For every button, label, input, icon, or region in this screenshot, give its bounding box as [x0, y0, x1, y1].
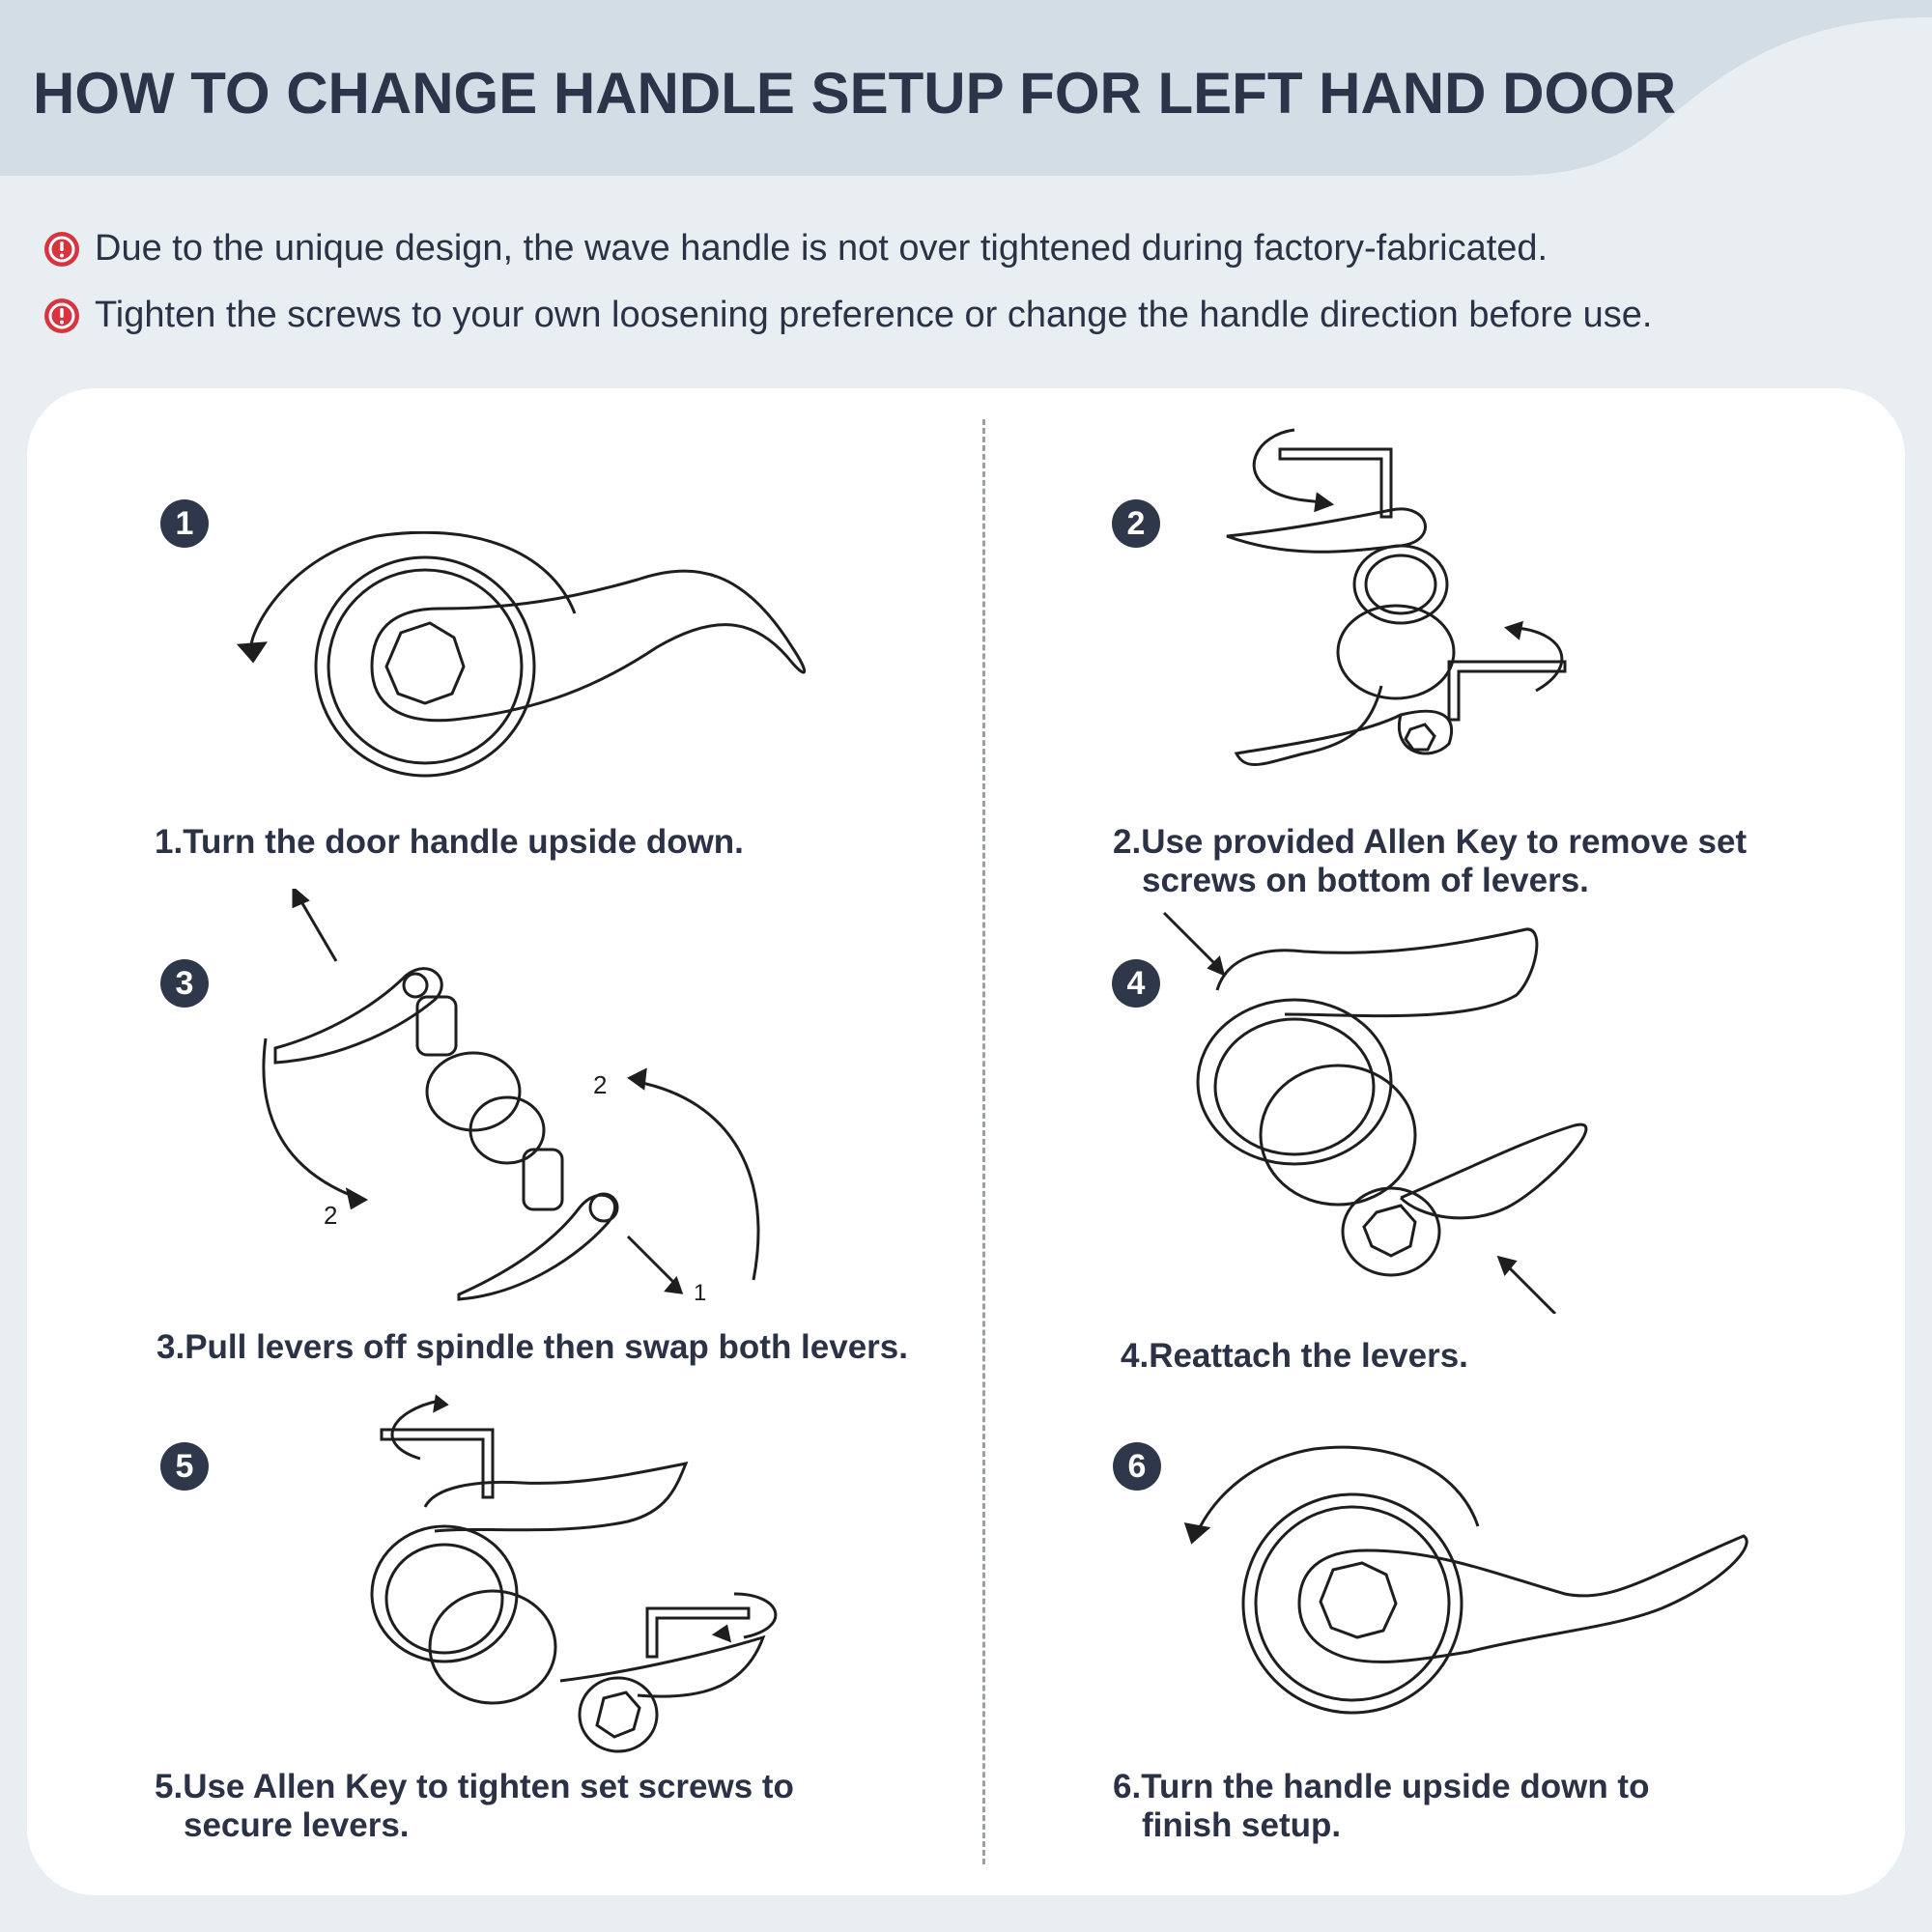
step-5-caption: 5.Use Allen Key to tighten set screws to…	[155, 1768, 794, 1844]
instructions-card	[27, 388, 1905, 1895]
step-6-illustration	[1179, 1439, 1758, 1719]
step-5-badge: 5	[160, 1442, 209, 1491]
step-3-caption: 3.Pull levers off spindle then swap both…	[156, 1328, 908, 1366]
step-3-label-rotate-2: 2	[324, 1201, 338, 1230]
step-6-caption: 6.Turn the handle upside down to finish …	[1113, 1768, 1650, 1844]
step-6-badge: 6	[1113, 1442, 1161, 1491]
notice-2: Tighten the screws to your own loosening…	[43, 295, 1652, 336]
step-2-illustration	[1217, 425, 1604, 792]
step-3-label-swap-2: 2	[593, 1070, 608, 1099]
header-band	[0, 0, 1932, 176]
step-2-badge: 2	[1112, 499, 1160, 548]
exclamation-circle-icon	[44, 298, 79, 333]
notice-text: Tighten the screws to your own loosening…	[95, 295, 1653, 335]
rotate-arrow-icon	[249, 530, 577, 648]
step-5-illustration	[367, 1391, 869, 1758]
step-3-badge: 3	[160, 959, 209, 1008]
column-divider	[982, 419, 985, 1864]
step-3-illustration	[251, 885, 773, 1314]
notice-1: Due to the unique design, the wave handl…	[43, 228, 1548, 270]
step-4-illustration	[1159, 908, 1739, 1316]
step-1-caption: 1.Turn the door handle upside down.	[155, 823, 744, 861]
exclamation-circle-icon	[44, 231, 79, 267]
step-4-caption: 4.Reattach the levers.	[1121, 1337, 1468, 1375]
step-1-badge: 1	[160, 499, 209, 548]
step-1-illustration	[232, 530, 850, 782]
notice-text: Due to the unique design, the wave handl…	[95, 228, 1548, 269]
step-3-label-pull-1: 1	[694, 1280, 707, 1306]
step-2-caption: 2.Use provided Allen Key to remove set s…	[1113, 823, 1747, 899]
page-title: HOW TO CHANGE HANDLE SETUP FOR LEFT HAND…	[33, 61, 1677, 126]
rotate-arrow-icon	[1196, 1445, 1480, 1532]
step-4-badge: 4	[1112, 959, 1160, 1008]
